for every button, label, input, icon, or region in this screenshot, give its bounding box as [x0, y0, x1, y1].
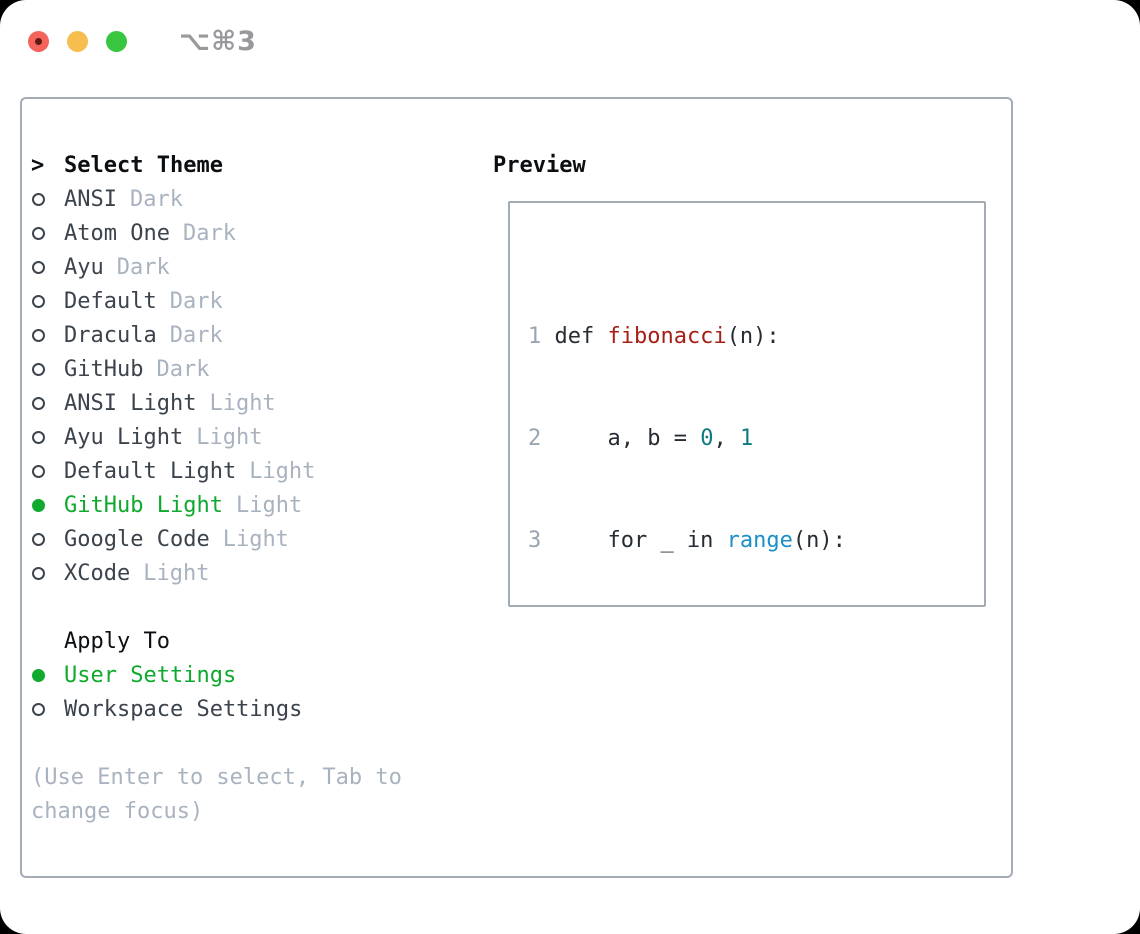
chevron-icon: >: [31, 152, 45, 178]
theme-variant: Dark: [116, 254, 170, 280]
line-number: 2: [528, 426, 542, 451]
theme-name: Atom One: [64, 220, 170, 246]
radio-icon: [32, 430, 45, 444]
theme-name: GitHub Light: [64, 492, 223, 518]
radio-selected-icon: [32, 668, 45, 682]
apply-option-workspace-settings[interactable]: Workspace Settings: [31, 692, 402, 726]
theme-option-google-code[interactable]: Google Code Light: [31, 522, 402, 556]
radio-icon: [32, 532, 45, 546]
builtin-token: range: [726, 528, 793, 553]
theme-variant: Dark: [129, 186, 183, 212]
radio-icon: [32, 464, 45, 478]
code-line: 2 a, b = 0, 1: [528, 422, 984, 456]
theme-variant: Light: [196, 424, 263, 450]
radio-icon: [32, 260, 45, 274]
select-theme-header: > Select Theme: [31, 148, 402, 182]
theme-option-github-dark[interactable]: GitHub Dark: [31, 352, 402, 386]
theme-variant: Dark: [156, 356, 210, 382]
hint-text-line1: (Use Enter to select, Tab to: [31, 764, 402, 790]
theme-option-ansi-dark[interactable]: ANSI Dark: [31, 182, 402, 216]
theme-option-ayu-dark[interactable]: Ayu Dark: [31, 250, 402, 284]
radio-icon: [32, 396, 45, 410]
theme-variant: Dark: [169, 322, 223, 348]
number-token: 0: [700, 426, 714, 451]
radio-icon: [32, 566, 45, 580]
theme-variant: Light: [209, 390, 276, 416]
section-title: Apply To: [64, 628, 170, 654]
theme-option-xcode[interactable]: XCode Light: [31, 556, 402, 590]
theme-option-dracula-dark[interactable]: Dracula Dark: [31, 318, 402, 352]
theme-name: Default: [64, 288, 157, 314]
window-title: ⌥⌘3: [179, 26, 257, 57]
theme-name: GitHub: [64, 356, 144, 382]
theme-name: ANSI: [64, 186, 117, 212]
line-number: 1: [528, 324, 542, 349]
theme-name: ANSI Light: [64, 390, 197, 416]
theme-option-default-light[interactable]: Default Light Light: [31, 454, 402, 488]
radio-icon: [32, 362, 45, 376]
theme-variant: Light: [222, 526, 289, 552]
theme-variant: Dark: [182, 220, 236, 246]
theme-option-github-light[interactable]: GitHub Light Light: [31, 488, 402, 522]
theme-name: Ayu Light: [64, 424, 184, 450]
hint-text-line2: change focus): [31, 798, 204, 824]
theme-option-ayu-light[interactable]: Ayu Light Light: [31, 420, 402, 454]
function-name-token: fibonacci: [607, 324, 727, 349]
apply-option-user-settings[interactable]: User Settings: [31, 658, 402, 692]
number-token: 1: [739, 426, 754, 451]
main-panel: > Select Theme ANSI Dark Atom One Dark A…: [20, 97, 1013, 878]
theme-variant: Light: [143, 560, 210, 586]
radio-icon: [32, 702, 45, 716]
theme-option-default-dark[interactable]: Default Dark: [31, 284, 402, 318]
theme-name: Google Code: [64, 526, 210, 552]
theme-variant: Light: [235, 492, 303, 518]
spacer-row: [31, 590, 402, 624]
theme-name: Ayu: [64, 254, 104, 280]
traffic-lights: [28, 31, 127, 52]
radio-icon: [32, 328, 45, 342]
theme-variant: Light: [249, 458, 316, 484]
spacer-row: [31, 726, 402, 760]
radio-icon: [32, 226, 45, 240]
theme-name: Dracula: [64, 322, 157, 348]
radio-icon: [32, 294, 45, 308]
apply-option-label: User Settings: [64, 662, 237, 688]
apply-option-label: Workspace Settings: [64, 696, 303, 722]
menu-title: Select Theme: [64, 152, 223, 178]
theme-option-ansi-light[interactable]: ANSI Light Light: [31, 386, 402, 420]
cursor-marker: >: [31, 153, 64, 178]
theme-name: Default Light: [64, 458, 237, 484]
theme-option-atom-one-dark[interactable]: Atom One Dark: [31, 216, 402, 250]
radio-icon: [32, 192, 45, 206]
apply-to-header: Apply To: [31, 624, 402, 658]
zoom-button[interactable]: [106, 31, 127, 52]
minimize-button[interactable]: [67, 31, 88, 52]
line-number: 3: [528, 528, 542, 553]
code-line: 3 for _ in range(n):: [528, 524, 984, 558]
theme-menu: > Select Theme ANSI Dark Atom One Dark A…: [31, 148, 402, 828]
theme-variant: Dark: [169, 288, 223, 314]
theme-name: XCode: [64, 560, 131, 586]
close-button[interactable]: [28, 31, 49, 52]
radio-selected-icon: [32, 498, 45, 512]
preview-title: Preview: [493, 152, 586, 178]
titlebar: ⌥⌘3: [28, 26, 257, 57]
